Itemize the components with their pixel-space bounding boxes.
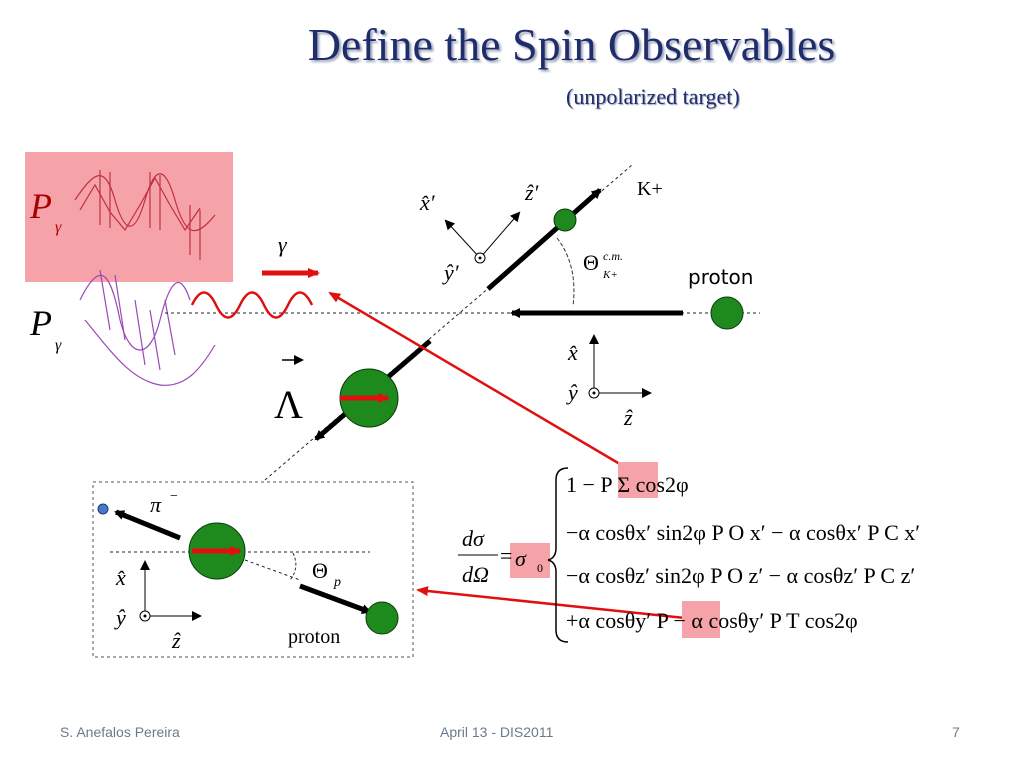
- photon-label: γ⃗: [278, 232, 304, 257]
- polarization-sub-linear: γ⃗: [55, 219, 74, 236]
- proton-decay-label: proton: [288, 626, 340, 648]
- decay-axis-x-label: x̂: [115, 565, 126, 590]
- axis-x-prime-label: x̂′: [419, 190, 436, 215]
- theta-cm-symbol: Θ: [583, 250, 599, 275]
- formula-line-2: −α cosθx′ sin2φ P O x′ − α cosθx′ P C x′: [566, 520, 920, 545]
- sigma-highlight: [618, 462, 658, 498]
- primed-axes: [444, 211, 521, 264]
- photon-wave: [190, 291, 314, 319]
- kaon-momentum-arrow: [486, 188, 602, 291]
- kaon-ball: [553, 208, 577, 232]
- p-highlight: [682, 601, 720, 638]
- lambda-label: Λ: [274, 382, 303, 427]
- theta-cm-arc: [556, 237, 575, 307]
- theta-cm-sub: K+: [602, 269, 618, 281]
- axis-y-label: ŷ: [566, 380, 578, 405]
- formula-equals: =: [500, 543, 512, 568]
- decay-proton-arrow: [299, 583, 372, 615]
- circular-polarization-wave: [79, 269, 216, 386]
- linear-polarization-wave: [74, 170, 216, 260]
- polarization-label-circular: P: [29, 303, 52, 343]
- pion-ball: [97, 503, 109, 515]
- sigma0-highlight: [510, 543, 550, 578]
- p-link-arrow: [416, 586, 686, 620]
- formula-line-1: 1 − P Σ cos2φ: [566, 472, 689, 497]
- axis-z-label: ẑ: [623, 405, 633, 430]
- pion-momentum-arrow: [114, 509, 181, 541]
- decay-proton-ball: [365, 601, 399, 635]
- polarization-label-linear: P: [29, 186, 52, 226]
- slide-title: Define the Spin Observables: [307, 19, 836, 70]
- polarization-highlight-box: [25, 152, 233, 282]
- pion-label: π: [150, 492, 162, 517]
- footer-page-number: 7: [952, 724, 960, 740]
- polarization-sub-circular: γ⃗: [55, 337, 74, 354]
- sigma-link-arrow: [328, 291, 631, 472]
- footer-event: April 13 - DIS2011: [440, 724, 554, 740]
- theta-p-symbol: Θ: [312, 558, 328, 583]
- decay-axis-z-label: ẑ: [171, 628, 181, 653]
- formula-line-4: +α cosθy′ P − α cosθy′ P T cos2φ: [566, 608, 858, 633]
- footer-author: S. Anefalos Pereira: [60, 724, 180, 740]
- axis-y-prime-label: ŷ′: [442, 260, 460, 285]
- decay-axes: [139, 560, 202, 622]
- cross-section-formula: dσ dΩ = σ 0 1 − P Σ cos2φ −α cosθx′ sin2…: [458, 467, 920, 643]
- formula-sigma0-sub: 0: [537, 561, 543, 575]
- proton-decay-axis: [244, 559, 301, 581]
- lab-axes: [588, 334, 652, 399]
- slide-subtitle: (unpolarized target): [566, 84, 740, 109]
- formula-lhs-denominator: dΩ: [462, 562, 489, 587]
- theta-cm-sup: c.m.: [603, 249, 623, 263]
- formula-sigma0: σ: [515, 546, 527, 571]
- axis-z-prime-label: ẑ′: [524, 180, 540, 205]
- theta-p-sub: p: [333, 575, 341, 590]
- theta-p-arc: [289, 552, 297, 581]
- formula-lhs-numerator: dσ: [462, 526, 485, 551]
- decay-axis-y-label: ŷ: [114, 605, 126, 630]
- kaon-label: K+: [637, 178, 663, 200]
- axis-x-label: x̂: [567, 340, 578, 365]
- lambda-decay-box: [92, 481, 414, 658]
- proton-target-label: proton: [688, 265, 753, 289]
- target-proton-ball: [710, 296, 744, 330]
- formula-line-3: −α cosθz′ sin2φ P O z′ − α cosθz′ P C z′: [566, 563, 915, 588]
- pion-charge: −: [170, 489, 178, 504]
